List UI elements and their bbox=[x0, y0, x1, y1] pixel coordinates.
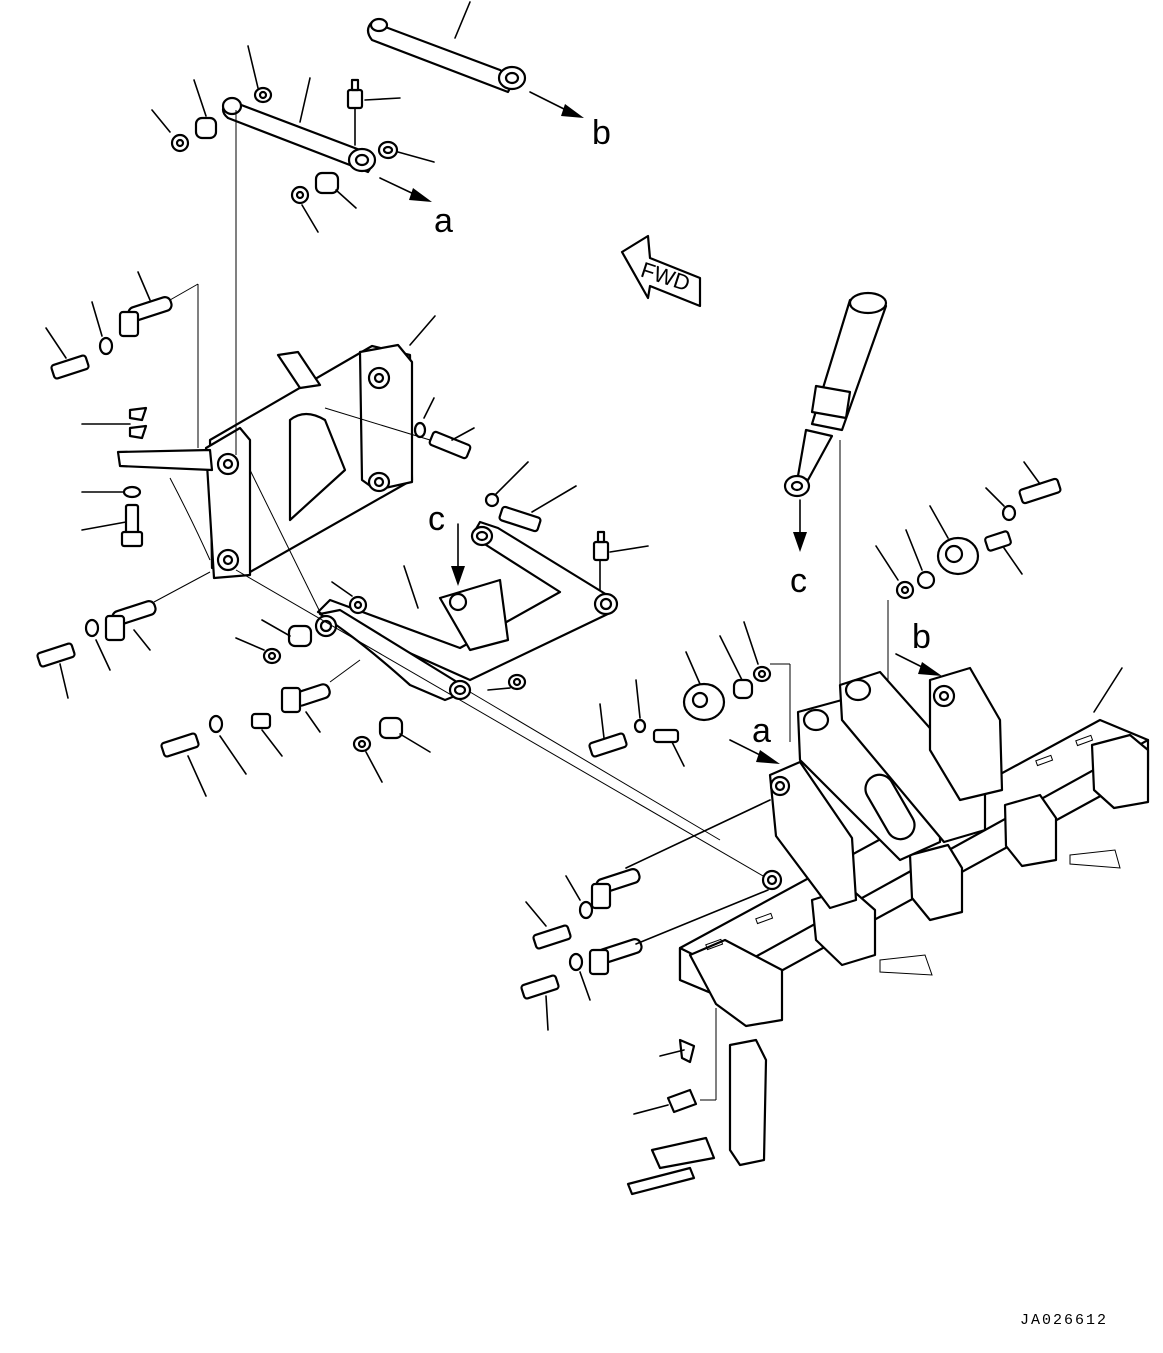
callout-a-top: a bbox=[434, 202, 453, 240]
bushing-set-top bbox=[151, 45, 435, 233]
assembly-lines bbox=[235, 110, 771, 881]
callout-b-lower: b bbox=[912, 618, 931, 656]
arrow-a-top bbox=[379, 177, 432, 202]
lever-arm bbox=[314, 520, 619, 702]
arrow-b-lower bbox=[895, 653, 942, 676]
pin-upper-left bbox=[45, 271, 199, 448]
fwd-arrow-icon: FWD bbox=[620, 234, 702, 308]
callout-c-lower: c bbox=[790, 562, 807, 600]
bushing-set-lever bbox=[235, 581, 527, 783]
callout-c-top: c bbox=[428, 500, 445, 538]
grease-fitting-top bbox=[346, 78, 401, 146]
pin-cap-right bbox=[875, 461, 1062, 690]
hydraulic-cylinder bbox=[783, 291, 888, 690]
grease-fitting-mid bbox=[592, 530, 649, 591]
bolt-set-bracket-right bbox=[324, 397, 577, 533]
pin-cap-left bbox=[588, 621, 791, 767]
pin-lever-lower bbox=[160, 659, 361, 797]
drawing-code: JA026612 bbox=[1020, 1312, 1108, 1329]
lock-plate bbox=[81, 406, 148, 440]
arrow-a-lower bbox=[729, 739, 780, 764]
arrow-c-top bbox=[451, 523, 465, 586]
upper-link-a bbox=[221, 77, 377, 174]
arrow-c-lower bbox=[793, 499, 807, 552]
callout-a-lower: a bbox=[752, 712, 771, 750]
pin-lower-left bbox=[36, 571, 211, 699]
arrow-b-top bbox=[529, 91, 584, 118]
washer-bolt-left bbox=[81, 485, 144, 548]
shank-and-tip bbox=[626, 1008, 768, 1196]
upper-link-b bbox=[366, 1, 527, 94]
mounting-bracket bbox=[116, 315, 436, 580]
main-frame bbox=[678, 666, 1150, 1028]
callout-b-top: b bbox=[592, 114, 611, 152]
pins-main-frame bbox=[520, 799, 771, 1031]
